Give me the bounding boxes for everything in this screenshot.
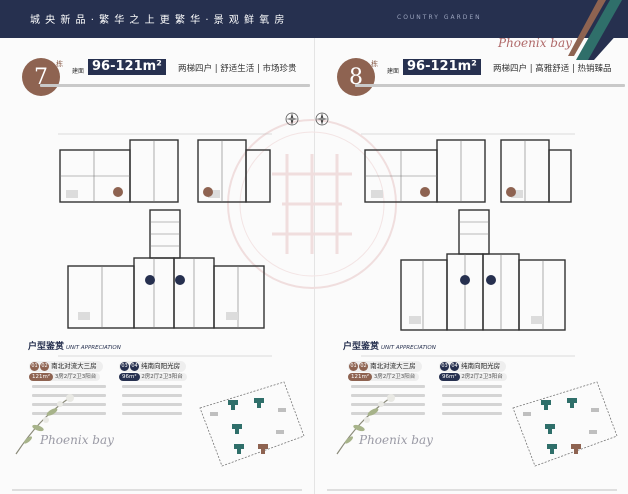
floor-plan-7 <box>58 133 272 357</box>
building-number-badge: 7 <box>22 58 60 96</box>
unit-type-b-spec: 96m² 2房2厅2卫3阳台 <box>439 373 507 381</box>
unit-b-feature <box>442 385 502 388</box>
unit-a-feature <box>32 412 106 415</box>
brand-logo-top: Phoenix bay <box>498 36 572 50</box>
site-plan-8 <box>512 381 618 467</box>
unit-a-feature <box>351 403 425 406</box>
brand-logo-bottom: Phoenix bay <box>40 433 114 447</box>
unit-type-a-spec: 121m² 3房2厅2卫3阳台 <box>29 373 101 381</box>
building-tagline: 两梯四户 | 高雅舒适 | 热销臻品 <box>493 64 612 74</box>
country-garden-text: COUNTRY GARDEN <box>397 14 482 21</box>
flower-branch-icon <box>336 394 395 455</box>
unit-type-a-spec: 121m² 3房2厅2卫3阳台 <box>348 373 420 381</box>
unit-b-feature <box>122 403 182 406</box>
unit-b-feature <box>442 394 502 397</box>
area-label: 建面 <box>72 68 85 75</box>
page-fold <box>314 38 315 494</box>
fine-print-note <box>355 84 625 87</box>
footnote <box>327 489 617 491</box>
area-label: 建面 <box>387 68 400 75</box>
brand-logo-bottom: Phoenix bay <box>359 433 433 447</box>
unit-a-feature <box>32 385 106 388</box>
footnote <box>12 489 302 491</box>
building-tagline: 两梯四户 | 舒适生活 | 市场珍贵 <box>178 64 297 74</box>
seal-watermark-icon <box>227 119 397 289</box>
ribbon-logo-icon <box>568 0 628 60</box>
unit-a-feature <box>32 403 106 406</box>
unit-type-b-spec: 96m² 2房2厅2卫3阳台 <box>119 373 187 381</box>
site-plan-7 <box>199 381 305 467</box>
unit-a-feature <box>351 412 425 415</box>
area-range: 96-121m² <box>403 59 481 75</box>
building-number-badge: 8 <box>337 58 375 96</box>
building-7-section: 7 栋 建面 96-121m² 两梯四户 | 舒适生活 | 市场珍贵 <box>0 38 314 494</box>
fine-print-note <box>40 84 310 87</box>
unit-b-feature <box>122 385 182 388</box>
unit-b-feature <box>122 412 182 415</box>
building-suffix: 栋 <box>56 60 63 68</box>
building-suffix: 栋 <box>371 60 378 68</box>
flower-branch-icon <box>15 394 74 455</box>
unit-a-feature <box>351 385 425 388</box>
unit-b-feature <box>442 403 502 406</box>
unit-b-feature <box>442 412 502 415</box>
compass-icon <box>285 112 299 126</box>
compass-icon <box>315 112 329 126</box>
building-8-section: 8 栋 建面 96-121m² 两梯四户 | 高雅舒适 | 热销臻品 <box>315 38 628 494</box>
floor-plan-8 <box>361 133 575 357</box>
area-range: 96-121m² <box>88 59 166 75</box>
top-banner: 城 央 新 品 · 繁 华 之 上 更 繁 华 · 景 观 鲜 氧 房 COUN… <box>0 0 628 38</box>
unit-b-feature <box>122 394 182 397</box>
slogan: 城 央 新 品 · 繁 华 之 上 更 繁 华 · 景 观 鲜 氧 房 <box>30 15 286 26</box>
